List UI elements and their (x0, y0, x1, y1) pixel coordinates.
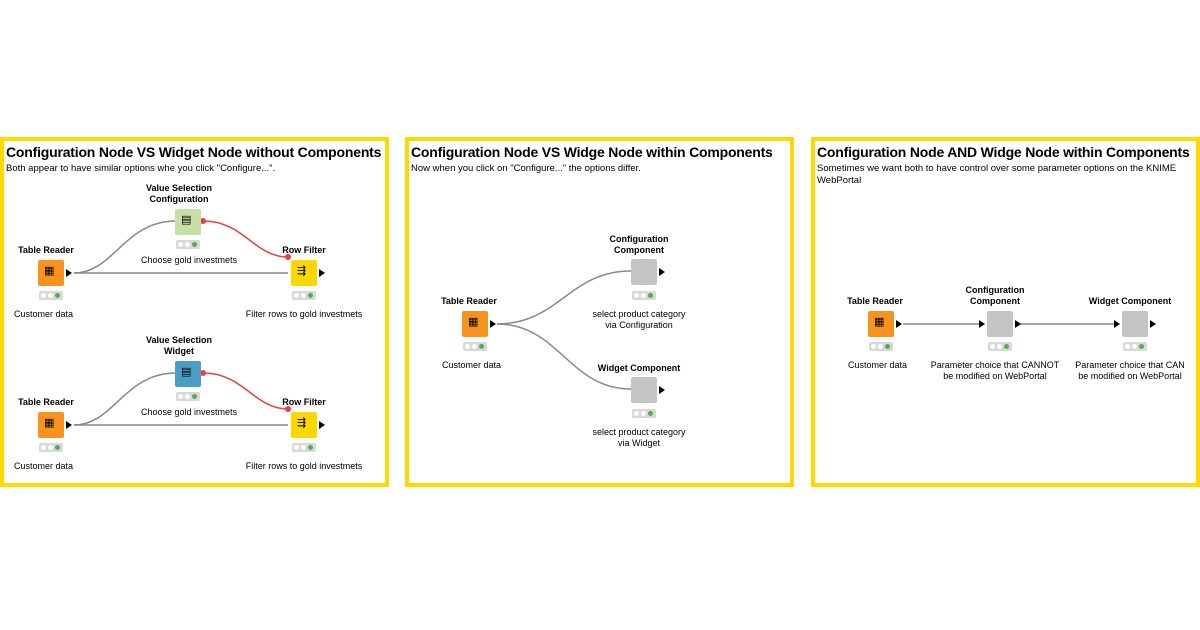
node-status (292, 291, 316, 300)
node-label: via Widget (617, 438, 661, 448)
row-filter-icon: ⇶ (297, 417, 307, 429)
node-title: Configuration (609, 234, 669, 244)
table-reader-icon: ▦ (44, 265, 55, 277)
table-reader-node[interactable]: ▦ (38, 260, 64, 286)
node-label: Parameter choice that CAN (1075, 360, 1185, 370)
input-port[interactable] (1114, 320, 1120, 328)
value-selection-icon: ▤ (181, 366, 192, 378)
node-title: Widget Component (597, 363, 681, 373)
table-reader-node[interactable]: ▦ (38, 412, 64, 438)
node-label: Customer data (848, 360, 908, 370)
output-port[interactable] (319, 421, 325, 429)
node-status (988, 342, 1012, 351)
value-selection-icon: ▤ (181, 214, 192, 226)
node-title: Table Reader (18, 397, 74, 407)
output-port[interactable] (1150, 320, 1156, 328)
panel-config-and-widget-within-components: Configuration Node AND Widge Node within… (811, 137, 1200, 487)
node-title: Widget Component (1088, 296, 1172, 306)
node-status (292, 443, 316, 452)
node-title: Configuration (965, 285, 1025, 295)
panel-title: Configuration Node VS Widget Node withou… (6, 144, 382, 160)
node-label: be modified on WebPortal (943, 371, 1047, 381)
node-label: Customer data (14, 309, 74, 319)
node-title: Row Filter (282, 397, 326, 407)
panel-config-vs-widget-no-components: Configuration Node VS Widget Node withou… (0, 137, 389, 487)
panel-config-vs-widget-within-components: Configuration Node VS Widge Node within … (405, 137, 794, 487)
table-reader-node[interactable]: ▦ (462, 311, 488, 337)
node-label: select product category (592, 309, 686, 319)
node-title: Widget (164, 346, 194, 356)
output-port[interactable] (66, 421, 72, 429)
node-label: Parameter choice that CANNOT (930, 360, 1060, 370)
output-port[interactable] (896, 320, 902, 328)
output-port[interactable] (319, 269, 325, 277)
node-title: Value Selection (145, 183, 213, 193)
panel-title: Configuration Node VS Widge Node within … (411, 144, 773, 160)
node-label: Filter rows to gold investmets (245, 309, 363, 319)
node-label: Customer data (442, 360, 502, 370)
node-status (463, 342, 487, 351)
node-label: Customer data (14, 461, 74, 471)
node-status (39, 291, 63, 300)
panel-description: Sometimes we want both to have control o… (817, 163, 1177, 186)
node-label: via Configuration (605, 320, 673, 330)
node-status (176, 240, 200, 249)
row-filter-node[interactable]: ⇶ (291, 412, 317, 438)
table-reader-icon: ▦ (874, 316, 885, 328)
node-title: Component (970, 296, 1020, 306)
row-filter-icon: ⇶ (297, 265, 307, 277)
output-port[interactable] (659, 268, 665, 276)
panel-description: Now when you click on "Configure..." the… (411, 163, 641, 174)
node-status (1123, 342, 1147, 351)
node-title: Table Reader (441, 296, 497, 306)
node-title: Table Reader (847, 296, 903, 306)
configuration-component-node[interactable] (987, 311, 1013, 337)
input-port[interactable] (979, 320, 985, 328)
output-port[interactable] (1015, 320, 1021, 328)
connection-wires (903, 323, 1116, 325)
node-label: Choose gold investmets (140, 255, 238, 265)
table-reader-node[interactable]: ▦ (868, 311, 894, 337)
node-title: Configuration (149, 194, 209, 204)
node-label: be modified on WebPortal (1078, 371, 1182, 381)
node-title: Value Selection (145, 335, 213, 345)
connection-wires (73, 218, 291, 426)
configuration-component-node[interactable] (631, 259, 657, 285)
node-label: select product category (592, 427, 686, 437)
node-status (632, 409, 656, 418)
node-status (632, 291, 656, 300)
node-label: Filter rows to gold investmets (245, 461, 363, 471)
connection-wires (496, 270, 632, 390)
output-port[interactable] (66, 269, 72, 277)
table-reader-icon: ▦ (468, 316, 479, 328)
panel-description: Both appear to have similar options whe … (6, 163, 276, 174)
node-status (39, 443, 63, 452)
output-port[interactable] (490, 320, 496, 328)
row-filter-node[interactable]: ⇶ (291, 260, 317, 286)
node-title: Row Filter (282, 245, 326, 255)
node-title: Component (614, 245, 664, 255)
table-reader-icon: ▦ (44, 417, 55, 429)
node-status (869, 342, 893, 351)
value-selection-configuration-node[interactable]: ▤ (175, 209, 201, 235)
panel-title: Configuration Node AND Widge Node within… (817, 144, 1190, 160)
output-port[interactable] (659, 386, 665, 394)
widget-component-node[interactable] (631, 377, 657, 403)
node-status (176, 392, 200, 401)
node-title: Table Reader (18, 245, 74, 255)
node-label: Choose gold investmets (140, 407, 238, 417)
value-selection-widget-node[interactable]: ▤ (175, 361, 201, 387)
widget-component-node[interactable] (1122, 311, 1148, 337)
